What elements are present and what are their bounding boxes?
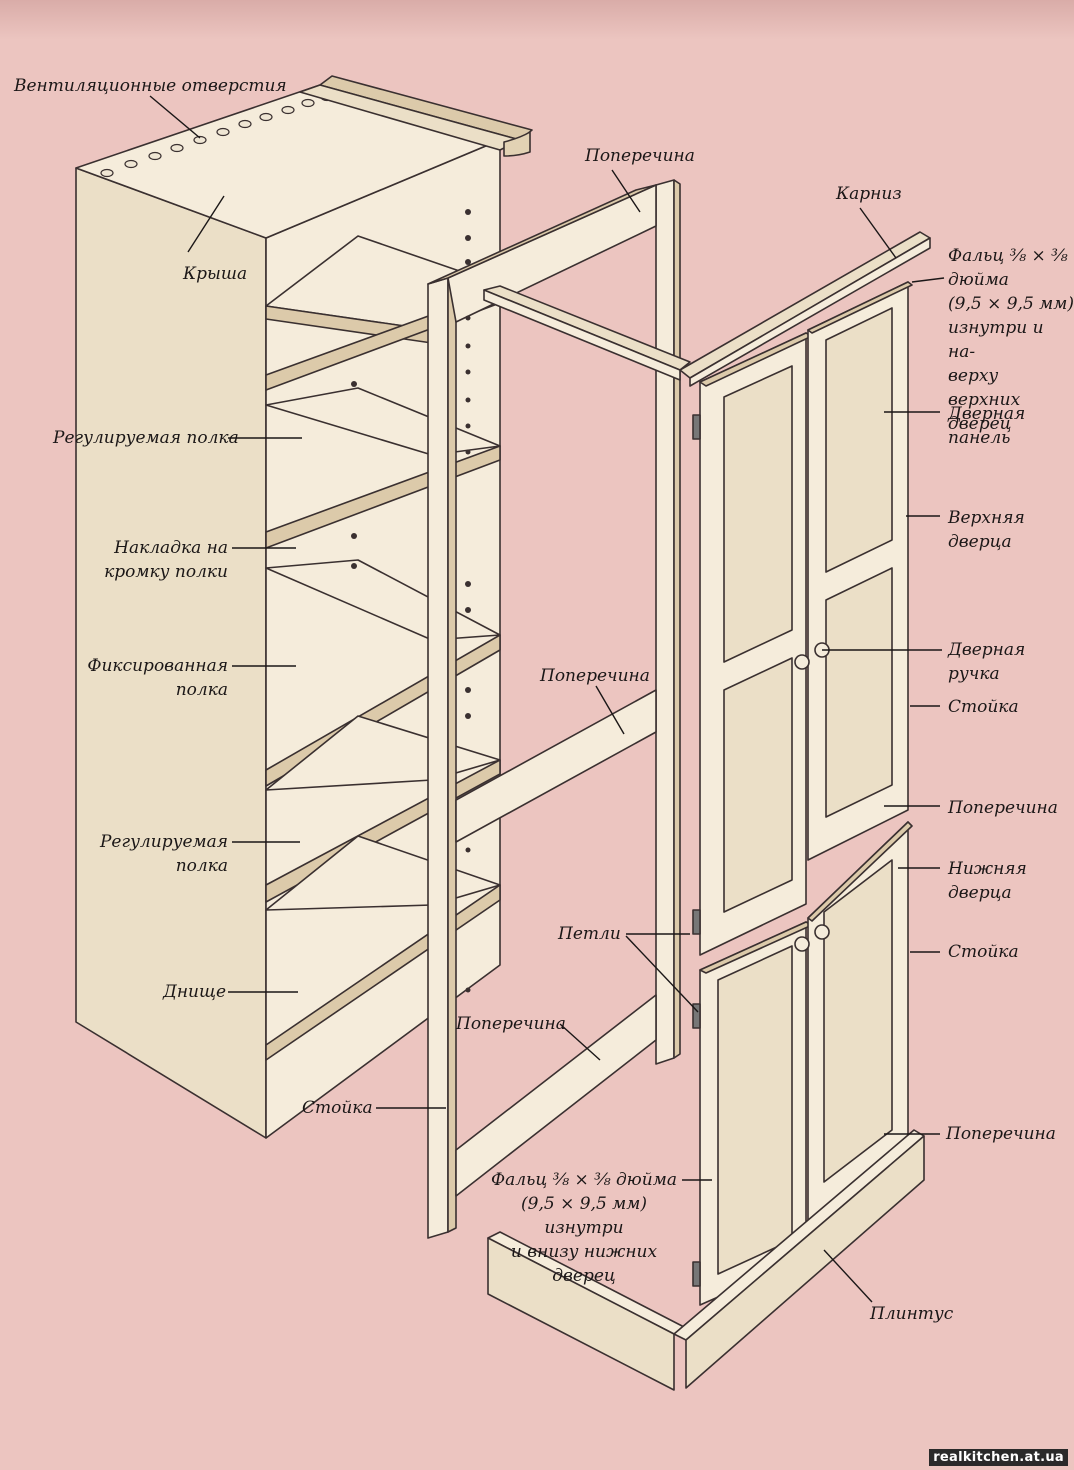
watermark: realkitchen.at.ua — [929, 1449, 1068, 1466]
label-stile-lower: Стойка — [948, 942, 1019, 962]
label-cornice: Карниз — [836, 184, 902, 204]
label-shelf-edging: Накладка на кромку полки — [104, 538, 228, 582]
label-rail-mid: Поперечина — [540, 666, 650, 686]
leader-lines — [149, 95, 945, 1303]
label-rail-bottom: Поперечина — [456, 1014, 566, 1034]
label-upper-door: Верхняя дверца — [948, 508, 1025, 552]
label-fixed-shelf: Фиксированная полка — [87, 656, 228, 700]
label-roof: Крыша — [183, 264, 248, 284]
label-rail-top: Поперечина — [585, 146, 695, 166]
label-lower-door: Нижняя дверца — [948, 859, 1027, 903]
vent-holes — [100, 92, 334, 178]
frame-rail-bottom — [455, 994, 657, 1197]
label-hinges: Петли — [558, 924, 621, 944]
lower-doors — [692, 821, 913, 1306]
label-door-handle: Дверная ручка — [948, 640, 1026, 684]
label-adjustable-shelf-1: Регулируемая полка — [53, 428, 239, 448]
page-top-band — [0, 0, 1074, 40]
door-handle-1 — [794, 654, 810, 670]
label-stile-upper: Стойка — [948, 697, 1019, 717]
frame-rail-mid — [455, 689, 657, 843]
frame-stile-left — [427, 277, 449, 1239]
label-vent-holes: Вентиляционные отверстия — [14, 76, 287, 96]
label-bottom: Днище — [163, 982, 227, 1002]
label-plinth: Плинтус — [870, 1304, 954, 1324]
label-stile-frame: Стойка — [302, 1098, 373, 1118]
shelf-pin-holes — [351, 209, 471, 719]
label-adjustable-shelf-2: Регулируемая полка — [99, 832, 228, 876]
cabinet-carcass — [75, 75, 533, 1139]
label-rail-door-upper: Поперечина — [948, 798, 1058, 818]
face-frame — [427, 179, 681, 1239]
label-door-panel: Дверная панель — [948, 404, 1026, 448]
label-rail-door-lower: Поперечина — [946, 1124, 1056, 1144]
upper-doors — [692, 281, 913, 956]
label-rabbet-bottom: Фальц ⅜ × ⅜ дюйма (9,5 × 9,5 мм) изнутри… — [491, 1170, 677, 1286]
frame-stile-right — [655, 179, 675, 1065]
label-rabbet-top: Фальц ⅜ × ⅜ дюйма (9,5 × 9,5 мм) изнутри… — [948, 246, 1074, 434]
cornice — [483, 231, 931, 387]
plinth — [487, 1129, 925, 1391]
